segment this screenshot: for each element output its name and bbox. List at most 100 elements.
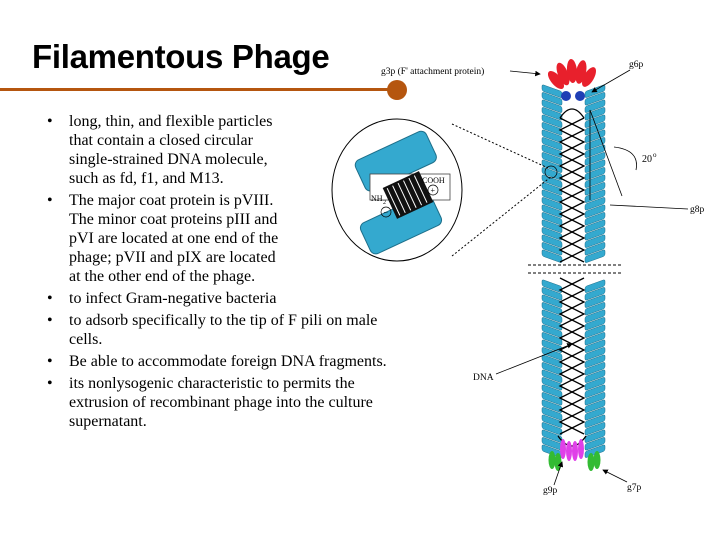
bullet-line: at the other end of the phage. — [69, 268, 256, 285]
coat-protein-subunit — [541, 99, 563, 113]
bullet-line: to infect Gram-negative bacteria — [69, 290, 277, 307]
coat-protein-subunit — [541, 287, 563, 301]
inset-connector-bottom — [451, 175, 553, 257]
coat-protein-subunit — [584, 204, 606, 218]
g9p-label: g9p — [543, 486, 558, 496]
slide-title: Filamentous Phage — [32, 38, 330, 75]
g6p-pointer — [591, 69, 631, 93]
g7p-proteins — [548, 451, 601, 471]
coat-protein-subunit — [584, 249, 606, 263]
coat-protein-subunit — [541, 294, 563, 308]
coat-protein-subunit — [541, 309, 563, 323]
inset-nh-label: NH — [371, 194, 383, 203]
coat-protein-subunit — [584, 197, 606, 211]
angle-label: 20 — [642, 154, 652, 165]
bullet-item: its nonlysogenic characteristic to permi… — [44, 374, 387, 431]
bullet-item: to adsorb specifically to the tip of F p… — [44, 311, 387, 349]
coat-protein-subunit — [541, 137, 563, 151]
g9p-proteins — [560, 439, 584, 461]
coat-protein-subunit — [541, 414, 563, 428]
bullet-item: Be able to accommodate foreign DNA fragm… — [44, 352, 387, 371]
coat-protein-inset: NH 2 COOH − + — [331, 118, 463, 262]
bullet-item: The major coat protein is pVIII. The mino… — [44, 191, 387, 286]
inset-plus-sign: + — [431, 186, 436, 195]
g3p-label: g3p (F' attachment protein) — [381, 66, 484, 77]
coat-protein-subunit — [584, 429, 606, 443]
g3p-attachment-proteins — [547, 59, 596, 90]
bullet-line: its nonlysogenic characteristic to permi… — [69, 375, 355, 392]
coat-protein-subunit — [541, 392, 563, 406]
angle-degree-symbol: o — [653, 151, 657, 159]
g6p-label: g6p — [629, 60, 644, 70]
bullet-line: supernatant. — [69, 413, 147, 430]
coat-protein-right-column — [584, 84, 606, 458]
inset-connector-top — [451, 123, 549, 169]
coat-protein-subunit — [584, 99, 606, 113]
coat-protein-subunit — [584, 317, 606, 331]
coat-protein-subunit — [541, 369, 563, 383]
g6p-proteins — [561, 91, 585, 101]
angle-arc — [613, 146, 637, 171]
coat-protein-subunit — [584, 392, 606, 406]
coat-protein-subunit — [584, 212, 606, 226]
g8p-label: g8p — [690, 205, 705, 215]
coat-protein-subunit — [584, 354, 606, 368]
coat-protein-subunit — [584, 384, 606, 398]
coat-protein-subunit — [541, 399, 563, 413]
bullet-line: The minor coat proteins pIII and — [69, 211, 278, 228]
coat-protein-subunit — [541, 384, 563, 398]
coat-protein-subunit — [584, 362, 606, 376]
coat-protein-subunit — [584, 332, 606, 346]
coat-protein-subunit — [584, 422, 606, 436]
bullet-line: phage; pVII and pIX are located — [69, 249, 276, 266]
bullet-line: to adsorb specifically to the tip of F p… — [69, 312, 378, 329]
bullet-line: single-strained DNA molecule, — [69, 151, 268, 168]
coat-protein-subunit — [584, 234, 606, 248]
coat-protein-subunit — [541, 242, 563, 256]
g8p-pointer — [609, 204, 689, 210]
bullet-line: The major coat protein is pVIII. — [69, 192, 274, 209]
coat-protein-subunit — [584, 437, 606, 451]
coat-protein-subunit — [584, 227, 606, 241]
coat-protein-subunit — [541, 249, 563, 263]
bullet-line: pVI are located at one end of the — [69, 230, 279, 247]
coat-protein-subunit — [541, 189, 563, 203]
dna-loop-top — [559, 108, 585, 119]
coat-protein-subunit — [541, 339, 563, 353]
coat-protein-subunit — [541, 107, 563, 121]
coat-protein-subunit — [584, 377, 606, 391]
inset-focus-circle — [544, 165, 558, 179]
inset-cooh-label: COOH — [422, 176, 445, 185]
coat-protein-subunit — [541, 182, 563, 196]
coat-protein-subunit — [584, 407, 606, 421]
coat-protein-subunit — [541, 114, 563, 128]
bullet-line: that contain a closed circular — [69, 132, 253, 149]
inset-minus-sign: − — [384, 208, 389, 217]
coat-protein-subunit — [584, 369, 606, 383]
bullet-line: long, thin, and flexible particles — [69, 113, 273, 130]
coat-protein-subunit — [584, 242, 606, 256]
coat-protein-subunit — [541, 279, 563, 293]
coat-protein-subunit — [584, 302, 606, 316]
coat-protein-subunit — [584, 347, 606, 361]
dna-strand-upper-b — [558, 117, 586, 263]
dna-label: DNA — [473, 373, 494, 383]
coat-protein-subunit — [584, 92, 606, 106]
bullet-list: long, thin, and flexible particles that c… — [44, 112, 387, 434]
coat-protein-subunit — [541, 234, 563, 248]
g3p-pointer — [509, 70, 541, 77]
title-underline — [0, 88, 398, 91]
dna-strand-lower-b — [558, 277, 586, 435]
angle-line-slanted — [589, 109, 623, 197]
coat-protein-subunit — [541, 122, 563, 136]
dna-strand-upper — [558, 117, 586, 263]
coat-protein-subunit — [584, 287, 606, 301]
bullet-item: to infect Gram-negative bacteria — [44, 289, 387, 308]
bullet-line: cells. — [69, 331, 103, 348]
coat-protein-subunit — [584, 309, 606, 323]
inset-nh-subscript: 2 — [383, 200, 386, 206]
bullet-line: such as fd, f1, and M13. — [69, 170, 224, 187]
coat-protein-subunit — [584, 324, 606, 338]
coat-protein-subunit — [541, 347, 563, 361]
